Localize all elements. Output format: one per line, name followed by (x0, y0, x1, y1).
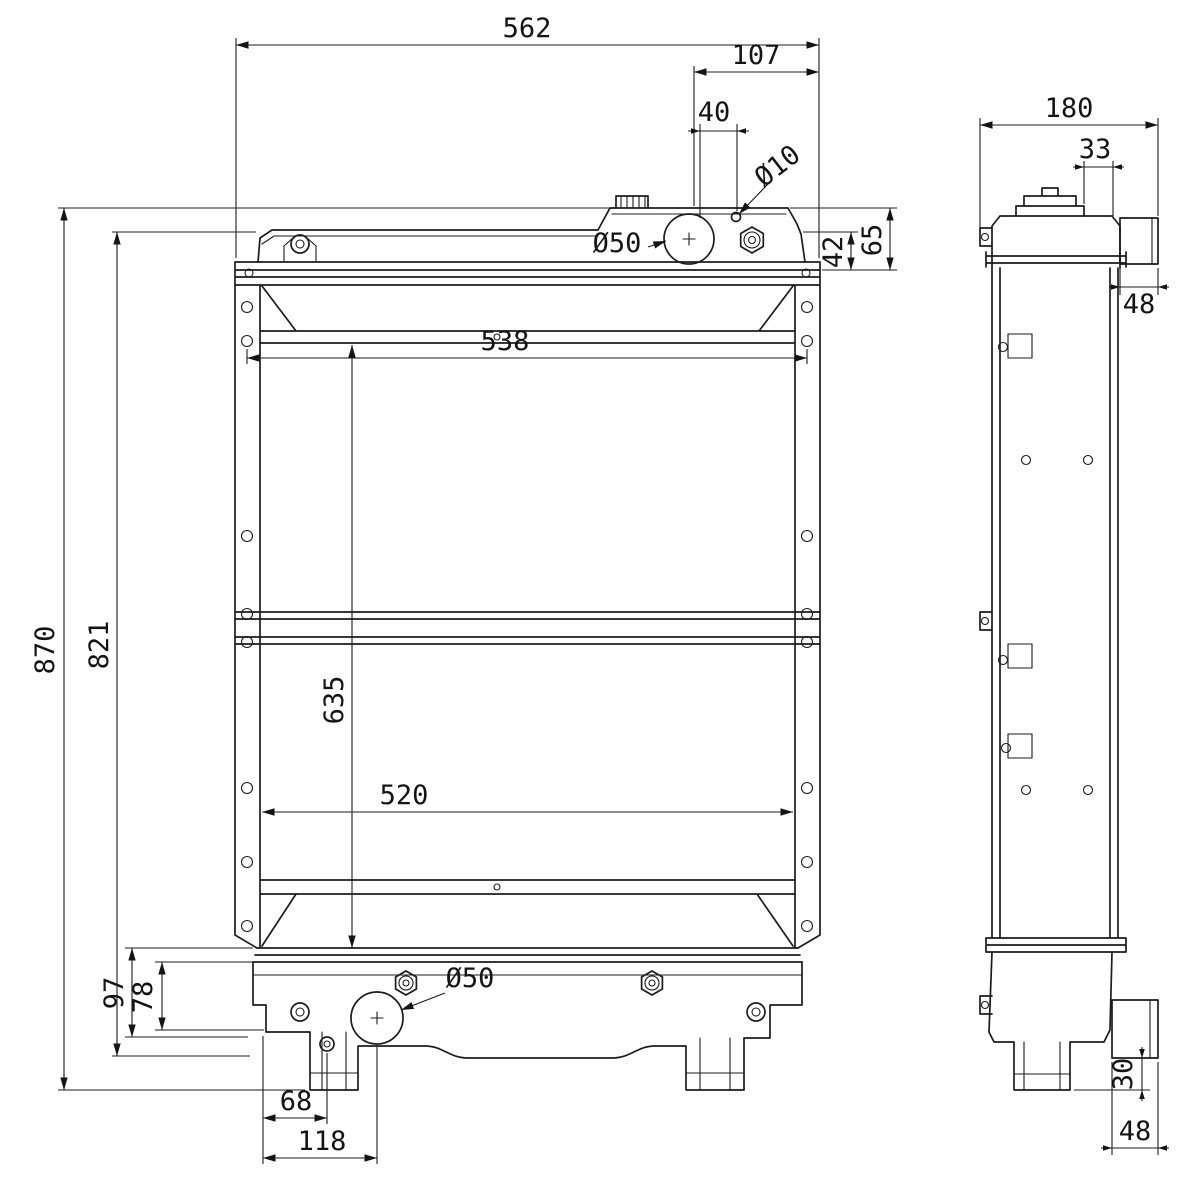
front-top-tank (234, 195, 821, 286)
top-flange-band (234, 261, 821, 286)
leader-dia10 (738, 183, 769, 215)
dim-label-42: 42 (818, 236, 849, 269)
front-bottom-tank (252, 961, 803, 1091)
top-tank-profile (257, 207, 806, 263)
filler-neck (615, 195, 649, 209)
side-face-details (997, 333, 1094, 796)
dim-label-180: 180 (1045, 93, 1094, 124)
lower-cross-member (259, 879, 796, 947)
dim-label-dia50-top: Ø50 (593, 228, 642, 259)
dim-label-68: 68 (280, 1086, 313, 1117)
dim-label-520: 520 (380, 780, 429, 811)
dim-label-538: 538 (481, 326, 530, 357)
side-bottom-bracket (1111, 999, 1159, 1059)
top-left-bracket (283, 236, 317, 263)
middle-band (234, 611, 821, 645)
dim-label-48-top: 48 (1123, 289, 1156, 320)
leader-dia50-bottom (400, 992, 446, 1011)
dim-label-870: 870 (30, 626, 61, 675)
dim-label-78: 78 (128, 981, 159, 1014)
side-view: 180 33 48 30 48 (979, 93, 1169, 1155)
top-hex-plug (739, 226, 765, 254)
side-bottom-flange (985, 937, 1127, 953)
channel-holes (240, 300, 814, 933)
dim-label-107: 107 (732, 40, 781, 71)
inlet-port-circle (663, 213, 715, 265)
bottom-hex-plug-right (640, 970, 664, 996)
bottom-right-bolt (746, 1002, 766, 1022)
dim-label-dia10: Ø10 (749, 139, 807, 193)
filler-neck-ticks (620, 196, 646, 208)
bottom-tank-outline (252, 961, 803, 1091)
mounting-foot-right (685, 1037, 745, 1091)
top-tank-inner-line (261, 213, 787, 245)
dim-label-30: 30 (1108, 1058, 1139, 1091)
outlet-port-circle (350, 991, 404, 1045)
dim-label-118: 118 (298, 1126, 347, 1157)
side-top-bracket (1119, 217, 1159, 265)
side-top-flange (985, 251, 1127, 268)
inlet-center-mark (682, 232, 696, 246)
dim-label-40: 40 (698, 97, 731, 128)
outlet-center-mark (370, 1011, 384, 1025)
dim-label-97: 97 (99, 977, 130, 1010)
drain-hole (319, 1036, 335, 1052)
side-foot-details (1013, 1041, 1071, 1091)
small-hole (730, 211, 742, 223)
dim-label-65: 65 (857, 224, 888, 257)
front-core-frame (234, 284, 821, 963)
side-left-tab-top (979, 227, 993, 247)
lower-member-bolt (493, 883, 501, 891)
side-core-edges (991, 267, 1119, 939)
dim-label-635: 635 (319, 676, 350, 725)
dim-label-821: 821 (84, 621, 115, 670)
side-left-tab-bottom (979, 995, 993, 1015)
side-channels (234, 284, 821, 949)
side-top-tank (991, 215, 1121, 269)
side-bottom-tank (988, 951, 1113, 1091)
front-view: 562 107 40 Ø10 Ø50 65 42 538 870 821 635… (30, 13, 897, 1164)
extension-lines (58, 38, 897, 1164)
front-dimensions: 562 107 40 Ø10 Ø50 65 42 538 870 821 635… (30, 13, 897, 1164)
dim-label-dia50-bottom: Ø50 (446, 963, 495, 994)
upper-cross-member (259, 285, 796, 344)
side-dimensions: 180 33 48 30 48 (979, 93, 1169, 1155)
top-left-bolt (290, 234, 310, 254)
side-extension-lines (979, 118, 1159, 1155)
bottom-left-bolt (290, 1002, 310, 1022)
upper-member-bolt (493, 333, 501, 341)
dim-label-33: 33 (1079, 134, 1112, 165)
bottom-flange-band (252, 947, 803, 963)
flange-bolt-left (244, 268, 254, 278)
side-filler-cap (1015, 187, 1085, 217)
side-left-tab-middle (979, 611, 993, 631)
bottom-hex-plug-left (394, 970, 418, 996)
dim-label-48-bottom: 48 (1119, 1116, 1152, 1147)
side-body (979, 187, 1159, 1091)
mounting-foot-left (309, 1031, 359, 1091)
dim-label-562: 562 (503, 13, 552, 44)
leader-dia50-top (647, 240, 667, 249)
flange-bolt-right (801, 268, 811, 278)
